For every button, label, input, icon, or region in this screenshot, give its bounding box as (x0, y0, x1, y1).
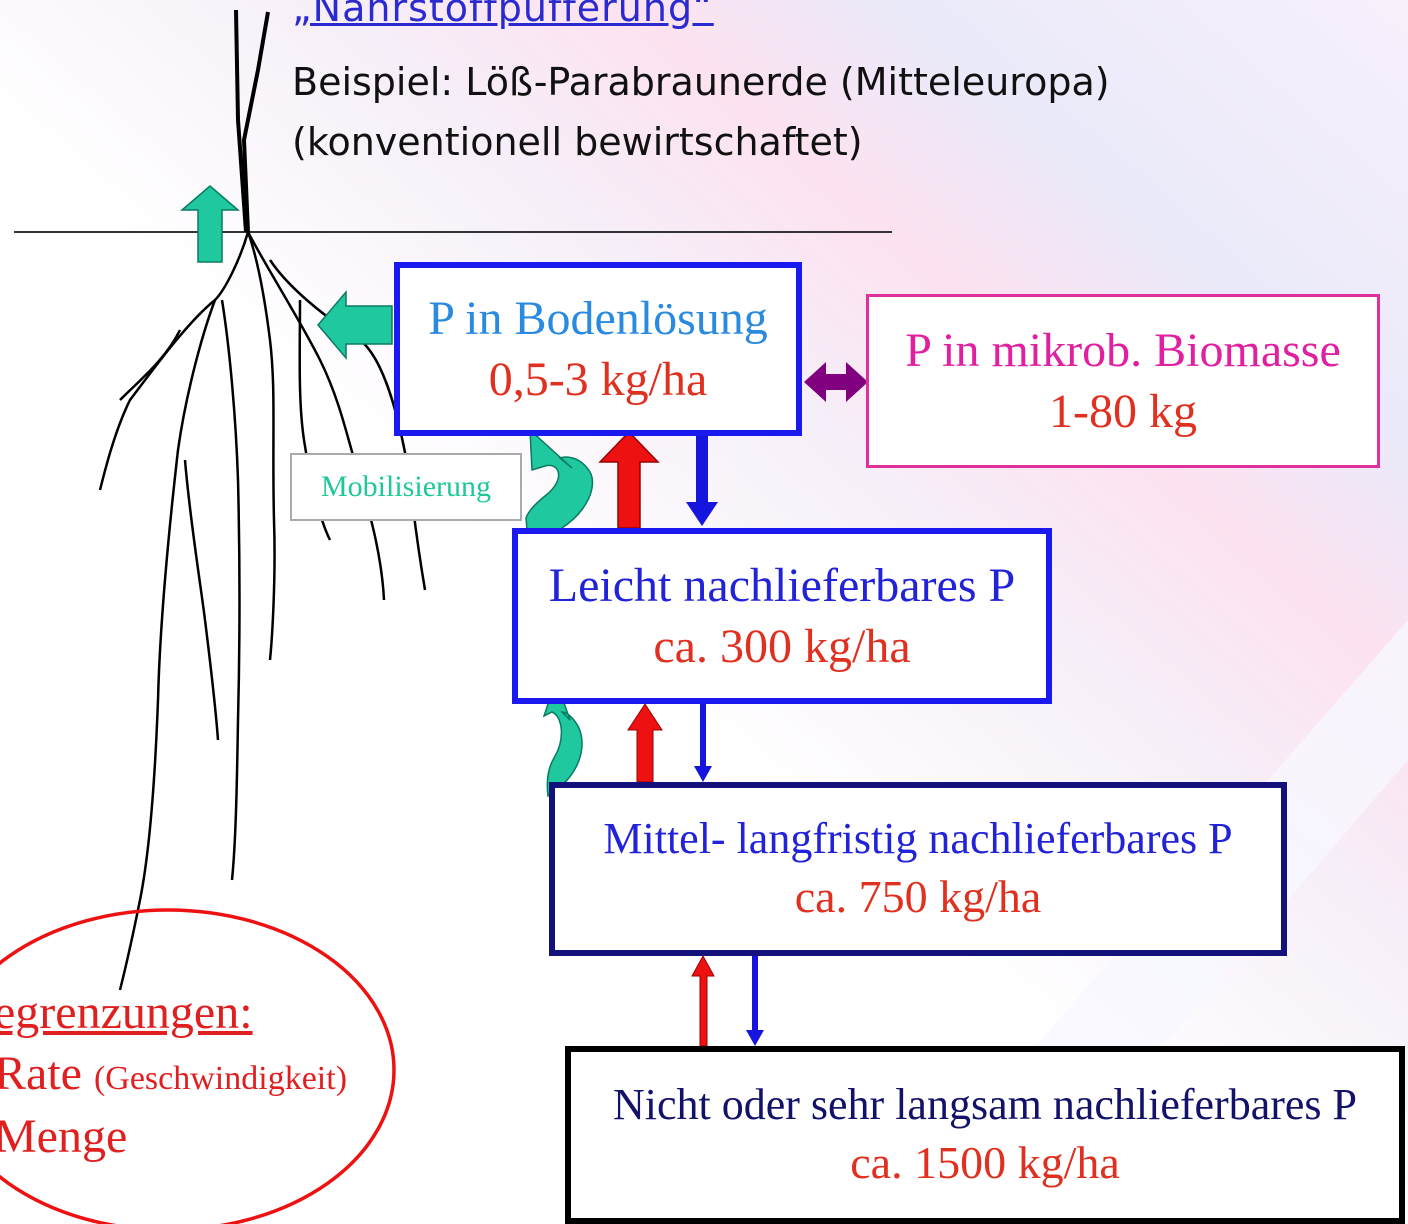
limits-rate-note: (Geschwindigkeit) (94, 1060, 347, 1097)
pool-medium-term-label: Mittel- langfristig nachlieferbares P (603, 811, 1232, 867)
page-title: „Nährstoffpufferung“ (292, 0, 714, 30)
pool-not-available: Nicht oder sehr langsam nachlieferbares … (565, 1046, 1405, 1224)
pool-easily-available-label: Leicht nachlieferbares P (549, 555, 1015, 616)
pool-microbial-biomass-label: P in mikrob. Biomasse (905, 320, 1341, 381)
limits-rate-label: Rate (0, 1047, 82, 1100)
pool-soil-solution-amount: 0,5-3 kg/ha (489, 349, 708, 410)
management-subtitle: (konventionell bewirtschaftet) (292, 120, 863, 164)
limits-heading: egrenzungen: (0, 985, 347, 1040)
pool-medium-term: Mittel- langfristig nachlieferbares P ca… (549, 782, 1287, 956)
pool-microbial-biomass: P in mikrob. Biomasse 1-80 kg (866, 294, 1380, 468)
pool-easily-available-amount: ca. 300 kg/ha (653, 616, 910, 677)
pool-soil-solution: P in Bodenlösung 0,5-3 kg/ha (394, 262, 802, 436)
limits-rate: Rate (Geschwindigkeit) (0, 1046, 347, 1101)
pool-medium-term-amount: ca. 750 kg/ha (795, 868, 1042, 927)
pool-not-available-amount: ca. 1500 kg/ha (850, 1134, 1120, 1193)
pool-not-available-label: Nicht oder sehr langsam nachlieferbares … (613, 1077, 1357, 1133)
pool-microbial-biomass-amount: 1-80 kg (1049, 381, 1197, 442)
limits-block: egrenzungen: Rate (Geschwindigkeit) Meng… (0, 985, 347, 1164)
example-subtitle: Beispiel: Löß-Parabraunerde (Mitteleurop… (292, 60, 1110, 104)
pool-soil-solution-label: P in Bodenlösung (428, 288, 768, 349)
limits-amount: Menge (0, 1109, 347, 1164)
mobilisation-label: Mobilisierung (290, 453, 522, 521)
pool-easily-available: Leicht nachlieferbares P ca. 300 kg/ha (512, 528, 1052, 704)
